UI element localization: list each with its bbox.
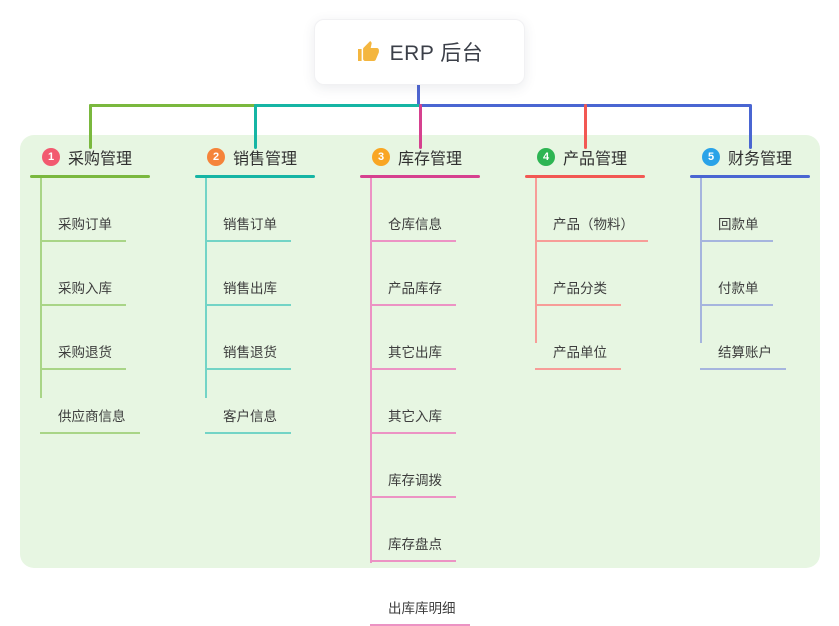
- leaf-node[interactable]: 销售退货: [205, 306, 291, 370]
- branch-title-node[interactable]: 2 销售管理: [195, 146, 360, 168]
- connector-lines: [88, 82, 752, 149]
- leaf-node[interactable]: 产品（物料）: [535, 178, 648, 242]
- branch-index-badge: 4: [537, 148, 555, 166]
- leaf-node[interactable]: 采购订单: [40, 178, 126, 242]
- leaf-node[interactable]: 销售订单: [205, 178, 291, 242]
- leaf-node[interactable]: 其它入库: [370, 370, 456, 434]
- branch-title-node[interactable]: 3 库存管理: [360, 146, 525, 168]
- branch-title-node[interactable]: 1 采购管理: [30, 146, 195, 168]
- branch-spine-line: [370, 178, 372, 563]
- leaf-node[interactable]: 客户信息: [205, 370, 291, 434]
- branch-index-badge: 3: [372, 148, 390, 166]
- vline-branch-2: [253, 104, 257, 149]
- branch-index-badge: 1: [42, 148, 60, 166]
- branch-children-list: 回款单付款单结算账户: [690, 178, 786, 370]
- vline-branch-3: [418, 104, 422, 149]
- leaf-node[interactable]: 产品分类: [535, 242, 621, 306]
- root-node-title: ERP 后台: [389, 42, 484, 65]
- branch-3: 3 库存管理仓库信息产品库存其它出库其它入库库存调拨库存盘点出库库明细: [360, 146, 525, 626]
- vline-branch-4: [583, 104, 587, 149]
- thumbs-up-icon: [356, 40, 380, 64]
- branch-children-list: 采购订单采购入库采购退货供应商信息: [30, 178, 140, 434]
- branch-title-node[interactable]: 5 财务管理: [690, 146, 839, 168]
- leaf-node[interactable]: 付款单: [700, 242, 773, 306]
- leaf-node[interactable]: 其它出库: [370, 306, 456, 370]
- root-connector-line: [417, 82, 420, 107]
- branch-underline: [195, 175, 315, 178]
- branch-title-label: 财务管理: [728, 151, 793, 168]
- leaf-node[interactable]: 供应商信息: [40, 370, 140, 434]
- branch-5: 5 财务管理回款单付款单结算账户: [690, 146, 839, 370]
- branch-title-node[interactable]: 4 产品管理: [525, 146, 690, 168]
- leaf-node[interactable]: 结算账户: [700, 306, 786, 370]
- branch-spine-line: [700, 178, 702, 343]
- branch-title-label: 采购管理: [68, 151, 133, 168]
- leaf-node[interactable]: 回款单: [700, 178, 773, 242]
- branch-1: 1 采购管理采购订单采购入库采购退货供应商信息: [30, 146, 195, 434]
- leaf-node[interactable]: 产品单位: [535, 306, 621, 370]
- branch-underline: [525, 175, 645, 178]
- hline-branch-2: [254, 104, 421, 107]
- leaf-node[interactable]: 仓库信息: [370, 178, 456, 242]
- leaf-node[interactable]: 库存盘点: [370, 498, 456, 562]
- vline-branch-1: [88, 104, 92, 149]
- root-node-erp[interactable]: ERP 后台: [314, 19, 525, 85]
- branch-children-list: 产品（物料）产品分类产品单位: [525, 178, 648, 370]
- branch-underline: [690, 175, 810, 178]
- leaf-node[interactable]: 出库库明细: [370, 562, 470, 626]
- branch-title-label: 库存管理: [398, 151, 463, 168]
- branches-panel: [20, 135, 820, 568]
- branch-index-badge: 2: [207, 148, 225, 166]
- leaf-node[interactable]: 采购退货: [40, 306, 126, 370]
- branch-spine-line: [205, 178, 207, 398]
- branch-underline: [30, 175, 150, 178]
- branch-underline: [360, 175, 480, 178]
- leaf-node[interactable]: 采购入库: [40, 242, 126, 306]
- vline-branch-5: [748, 104, 752, 149]
- branch-title-label: 销售管理: [233, 151, 298, 168]
- branch-index-badge: 5: [702, 148, 720, 166]
- hline-branch-1: [89, 104, 256, 107]
- leaf-node[interactable]: 库存调拨: [370, 434, 456, 498]
- leaf-node[interactable]: 产品库存: [370, 242, 456, 306]
- branch-children-list: 销售订单销售出库销售退货客户信息: [195, 178, 291, 434]
- branch-title-label: 产品管理: [563, 151, 628, 168]
- branch-children-list: 仓库信息产品库存其它出库其它入库库存调拨库存盘点出库库明细: [360, 178, 470, 626]
- branch-spine-line: [40, 178, 42, 398]
- branch-spine-line: [535, 178, 537, 343]
- leaf-node[interactable]: 销售出库: [205, 242, 291, 306]
- branch-2: 2 销售管理销售订单销售出库销售退货客户信息: [195, 146, 360, 434]
- branch-4: 4 产品管理产品（物料）产品分类产品单位: [525, 146, 690, 370]
